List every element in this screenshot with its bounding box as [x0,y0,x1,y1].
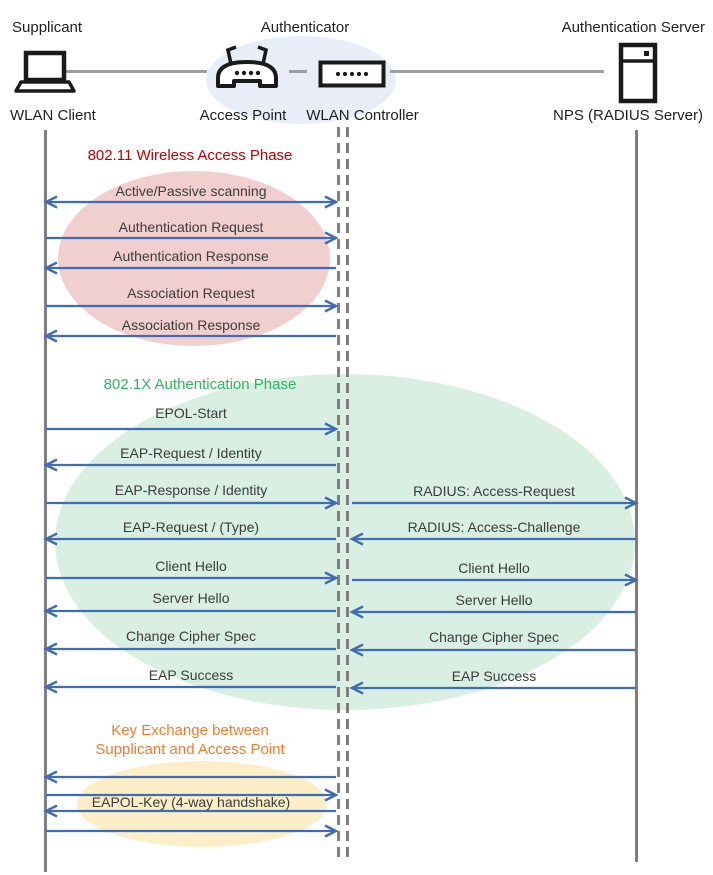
phase-title-key-exchange-line1: Key Exchange between [111,722,269,739]
wlan-controller-icon [318,60,386,93]
phase-title-key-exchange-line2: Supplicant and Access Point [95,741,285,758]
message-label: Server Hello [152,590,230,606]
message-label: EAP Success [451,668,537,684]
lifeline-nps-server [635,130,638,862]
message-label: RADIUS: Access-Request [413,483,575,499]
device-label-access-point: Access Point [199,107,287,124]
message-label: RADIUS: Access-Challenge [407,519,581,535]
message-label: EAP-Request / Identity [120,445,262,461]
message-label: Active/Passive scanning [115,183,267,199]
connector-ap-to-controller [289,70,307,73]
role-label-authenticator: Authenticator [260,19,350,36]
key-exchange-phase-ellipse [77,761,327,847]
device-label-wlan-client: WLAN Client [10,107,96,124]
message-label: EAP Success [148,667,234,683]
message-label: Association Request [127,285,255,301]
lifeline-access-point-dashed [337,127,340,858]
device-label-nps-radius-server: NPS (RADIUS Server) [552,107,704,124]
connector-controller-to-server [390,70,604,73]
message-label: EAP-Response / Identity [114,482,268,498]
message-label: Authentication Response [113,248,269,264]
phase-title-dot1x-authentication: 802.1X Authentication Phase [103,376,297,393]
message-label: Association Response [121,317,261,333]
message-label: EPOL-Start [155,405,227,421]
phase-title-wireless-access: 802.11 Wireless Access Phase [87,147,293,164]
role-label-supplicant: Supplicant [12,19,83,36]
message-label: EAP-Request / (Type) [122,519,260,535]
access-point-icon [211,44,283,107]
server-icon [618,42,658,109]
dot1x-authentication-phase-ellipse [55,374,635,710]
message-label: Server Hello [455,592,533,608]
message-label: Client Hello [155,558,227,574]
message-label: Change Cipher Spec [429,629,559,645]
lifeline-wlan-controller-dashed [346,127,349,858]
message-label: EAPOL-Key (4-way handshake) [91,794,291,810]
message-label: Authentication Request [118,219,264,235]
role-label-authentication-server: Authentication Server [561,19,705,36]
laptop-icon [13,50,77,101]
message-label: Client Hello [458,560,530,576]
message-label: Change Cipher Spec [126,628,256,644]
wireless-access-phase-ellipse [58,171,330,346]
device-label-wlan-controller: WLAN Controller [306,107,419,124]
lifeline-wlan-client [44,130,47,872]
connector-client-to-ap [58,70,207,73]
